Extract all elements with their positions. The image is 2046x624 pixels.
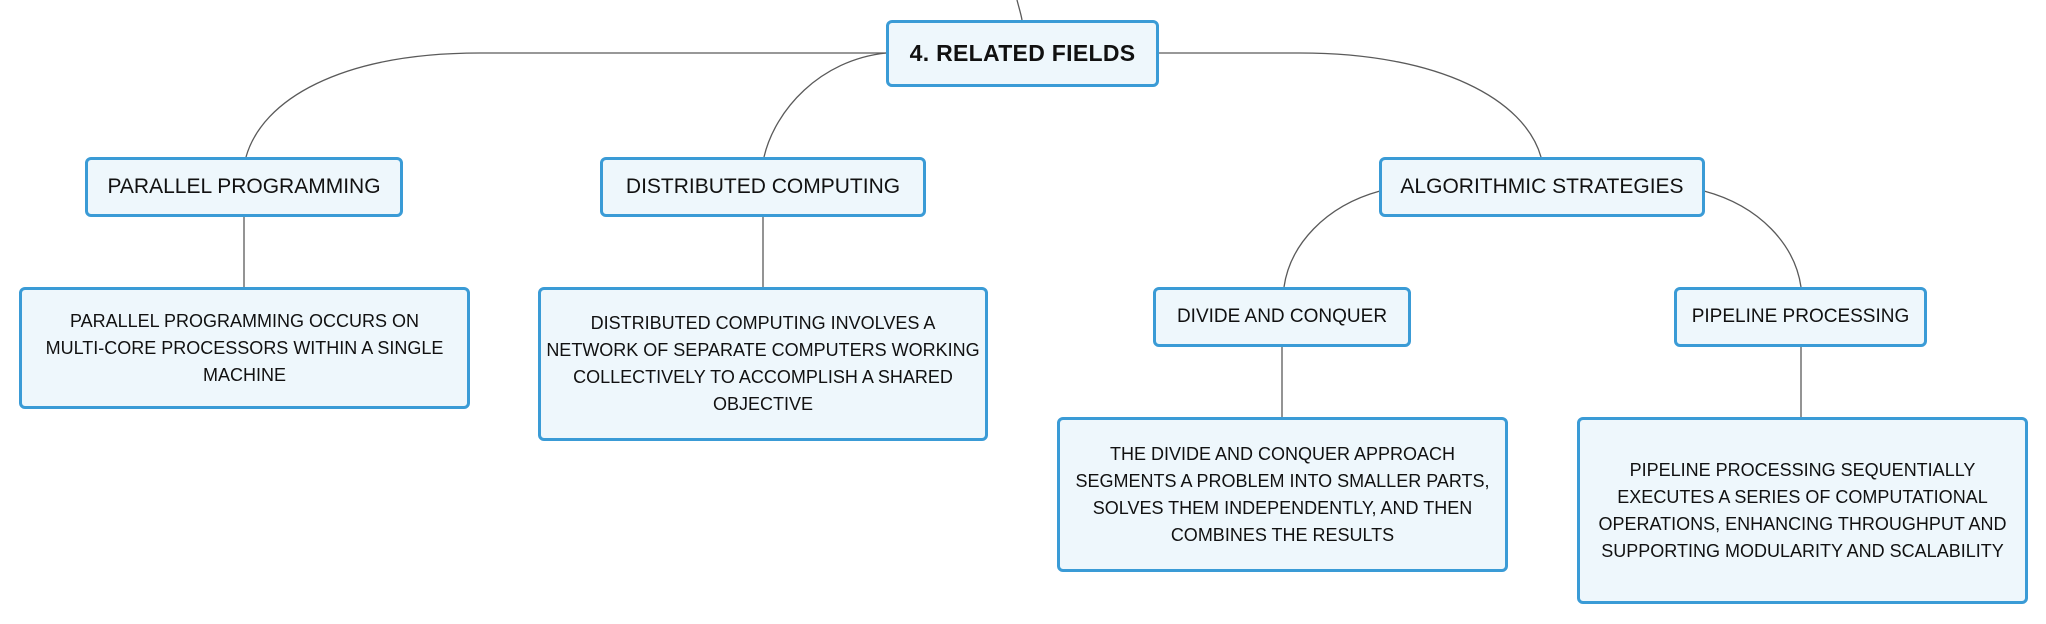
distributed-computing-description-node[interactable]: DISTRIBUTED COMPUTING INVOLVES A NETWORK… — [538, 287, 988, 441]
pipeline-processing-node[interactable]: PIPELINE PROCESSING — [1674, 287, 1927, 347]
divide-and-conquer-node[interactable]: DIVIDE AND CONQUER — [1153, 287, 1411, 347]
parallel-programming-description-node[interactable]: PARALLEL PROGRAMMING OCCURS ON MULTI-COR… — [19, 287, 470, 409]
pipeline-processing-label: PIPELINE PROCESSING — [1691, 306, 1910, 327]
root-node[interactable]: 4. RELATED FIELDS — [886, 20, 1159, 87]
parallel-programming-description: PARALLEL PROGRAMMING OCCURS ON MULTI-COR… — [45, 310, 444, 385]
connector-algorithmic-to-divide — [1283, 190, 1381, 288]
pipeline-processing-description: PIPELINE PROCESSING SEQUENTIALLY EXECUTE… — [1598, 459, 2007, 561]
connector-root-to-algorithmic — [1158, 52, 1542, 158]
distributed-computing-description: DISTRIBUTED COMPUTING INVOLVES A NETWORK… — [546, 313, 980, 414]
divide-and-conquer-description-node[interactable]: THE DIVIDE AND CONQUER APPROACH SEGMENTS… — [1057, 417, 1508, 572]
parallel-programming-label: PARALLEL PROGRAMMING — [107, 175, 381, 198]
connector-root-to-distributed — [763, 52, 887, 158]
root-label: 4. RELATED FIELDS — [909, 40, 1136, 66]
distributed-computing-label: DISTRIBUTED COMPUTING — [625, 175, 901, 198]
parallel-programming-node[interactable]: PARALLEL PROGRAMMING — [85, 157, 403, 217]
distributed-computing-node[interactable]: DISTRIBUTED COMPUTING — [600, 157, 926, 217]
connector-parent-to-root — [1016, 0, 1023, 21]
pipeline-processing-description-node[interactable]: PIPELINE PROCESSING SEQUENTIALLY EXECUTE… — [1577, 417, 2028, 604]
divide-and-conquer-description: THE DIVIDE AND CONQUER APPROACH SEGMENTS… — [1075, 443, 1490, 545]
algorithmic-strategies-node[interactable]: ALGORITHMIC STRATEGIES — [1379, 157, 1705, 217]
algorithmic-strategies-label: ALGORITHMIC STRATEGIES — [1400, 175, 1684, 198]
divide-and-conquer-label: DIVIDE AND CONQUER — [1176, 306, 1388, 327]
connector-algorithmic-to-pipeline — [1703, 190, 1802, 288]
connector-root-to-parallel — [245, 52, 886, 158]
